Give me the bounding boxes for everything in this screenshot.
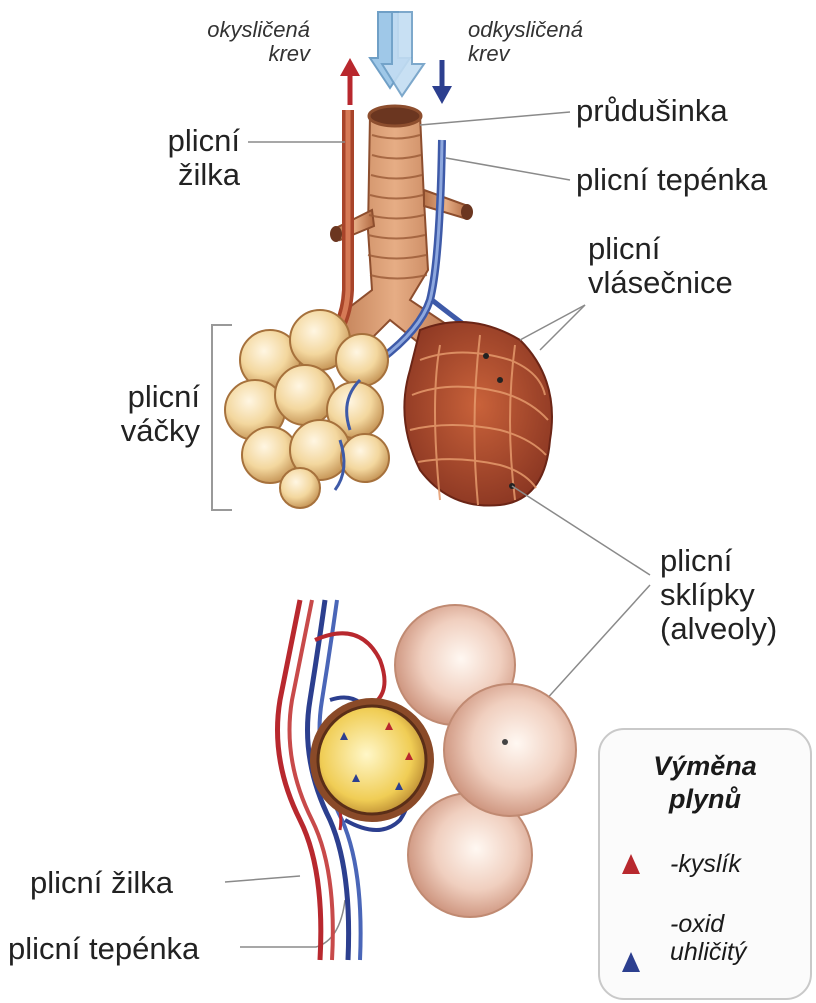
pulmonary-artery-top-label: plicní tepénka	[576, 163, 767, 197]
oxygenated-blood-arrow-icon	[340, 58, 360, 105]
oxygen-triangle-icon	[622, 854, 640, 874]
deoxygenated-blood-label: odkysličená krev	[468, 18, 638, 66]
legend-title: Výměna plynů	[600, 750, 810, 816]
deoxygenated-blood-text: odkysličená krev	[468, 17, 583, 66]
alveolar-sacs-label: plicní váčky	[70, 380, 200, 448]
oxygenated-blood-label: okysličená krev	[168, 18, 310, 66]
pulmonary-vein-top-label: plicní žilka	[100, 124, 240, 192]
pulmonary-artery-bottom-label: plicní tepénka	[8, 932, 199, 966]
alveolar-sac-cluster	[225, 310, 389, 508]
detail-alveolus-cross-section	[310, 698, 434, 822]
legend-oxygen-label: -kyslík	[670, 850, 741, 878]
alveoli-label: plicní sklípky (alveoly)	[660, 544, 777, 646]
legend-co2-label: -oxid uhličitý	[670, 910, 746, 966]
deoxygenated-blood-arrow-icon	[432, 60, 452, 104]
capillaries-label: plicní vlásečnice	[588, 232, 733, 300]
oxygenated-blood-text: okysličená krev	[207, 17, 310, 66]
pulmonary-vein-bottom-label: plicní žilka	[30, 866, 173, 900]
gas-exchange-legend: Výměna plynů -kyslík -oxid uhličitý	[598, 728, 812, 1000]
bronchiole-label: průdušinka	[576, 94, 728, 128]
airflow-arrow-icon	[370, 12, 424, 96]
capillary-covered-cluster	[404, 322, 552, 506]
co2-triangle-icon	[622, 952, 640, 972]
